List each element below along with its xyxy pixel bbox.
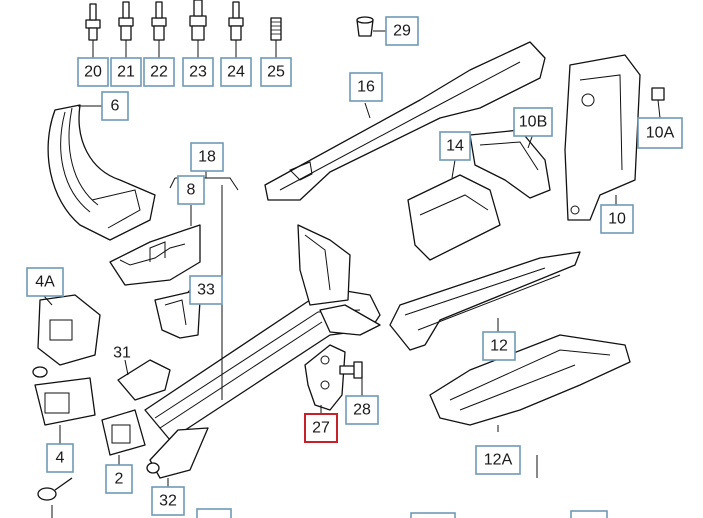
callout-12-label: 12 <box>490 338 508 355</box>
callout-10A[interactable]: 10A <box>637 117 683 149</box>
callout-4A-label: 4A <box>35 274 55 291</box>
bolt-21-drawing <box>118 1 134 58</box>
callout-23-label: 23 <box>189 64 207 81</box>
partial-callout-boxes-bottom <box>196 508 608 518</box>
bracket-32-drawing <box>146 427 209 487</box>
callout-22[interactable]: 22 <box>143 57 175 87</box>
callout-31-label: 31 <box>113 345 131 362</box>
callout-20-label: 20 <box>84 64 102 81</box>
bracket-31-drawing <box>117 359 171 401</box>
callout-12[interactable]: 12 <box>482 331 516 361</box>
callout-31: 31 <box>113 345 131 362</box>
callout-25-label: 25 <box>267 64 285 81</box>
wheel-arch-6-drawing <box>47 104 156 241</box>
bolt-20-drawing <box>85 3 101 58</box>
panel-14-drawing <box>407 159 501 261</box>
callout-10[interactable]: 10 <box>600 204 634 234</box>
callout-32[interactable]: 32 <box>151 486 185 516</box>
callout-12A[interactable]: 12A <box>475 445 521 475</box>
callout-6-label: 6 <box>111 98 120 115</box>
sill-12-drawing <box>389 251 581 351</box>
callout-28-label: 28 <box>353 402 371 419</box>
callout-10A-label: 10A <box>646 125 675 142</box>
bolt-22-drawing <box>151 1 167 58</box>
callout-23[interactable]: 23 <box>182 57 214 87</box>
callout-6[interactable]: 6 <box>101 91 129 121</box>
callout-22-label: 22 <box>150 64 168 81</box>
callout-25[interactable]: 25 <box>260 57 292 87</box>
callout-10B[interactable]: 10B <box>513 107 553 137</box>
bracket-27-drawing <box>304 344 346 414</box>
stud-25-drawing <box>270 17 282 58</box>
callout-27[interactable]: 27 <box>304 413 338 443</box>
bolt-24-drawing <box>228 1 244 58</box>
callout-33[interactable]: 33 <box>189 275 223 305</box>
callout-10-label: 10 <box>608 211 626 228</box>
callout-8-label: 8 <box>187 182 196 199</box>
callout-4-label: 4 <box>56 450 65 467</box>
callout-2[interactable]: 2 <box>105 464 133 494</box>
upper-rail-16-drawing <box>264 41 546 201</box>
tow-eye-drawing <box>37 477 73 518</box>
pillar-10-drawing <box>564 54 641 221</box>
floor-member-12A-drawing <box>429 334 631 478</box>
callout-14[interactable]: 14 <box>439 131 471 161</box>
callout-16-label: 16 <box>357 79 375 96</box>
mount-4-drawing <box>34 377 96 444</box>
mount-4A-drawing <box>32 294 101 378</box>
fastener-bolts-group <box>85 0 386 58</box>
callout-18-label: 18 <box>198 149 216 166</box>
bolt-23-drawing <box>189 0 207 58</box>
callout-18[interactable]: 18 <box>190 142 224 172</box>
callout-4A[interactable]: 4A <box>26 267 64 297</box>
callout-21[interactable]: 21 <box>110 57 142 87</box>
callout-24-label: 24 <box>227 64 245 81</box>
nut-29-drawing <box>356 16 386 37</box>
callout-27-label: 27 <box>312 420 330 437</box>
bolt-28-drawing <box>339 361 363 398</box>
callout-29[interactable]: 29 <box>385 16 419 46</box>
callout-33-label: 33 <box>197 282 215 299</box>
callout-28[interactable]: 28 <box>345 395 379 425</box>
callout-4[interactable]: 4 <box>46 443 74 473</box>
callout-12A-label: 12A <box>484 452 513 469</box>
callout-8[interactable]: 8 <box>177 175 205 205</box>
callout-20[interactable]: 20 <box>77 57 109 87</box>
callout-10B-label: 10B <box>519 114 547 131</box>
clip-10A-drawing <box>651 87 665 119</box>
plate-2-drawing <box>101 409 146 465</box>
callout-16[interactable]: 16 <box>349 72 383 102</box>
front-longitudinal-member-drawing <box>144 224 381 441</box>
callout-32-label: 32 <box>159 493 177 510</box>
callout-14-label: 14 <box>446 138 464 155</box>
bracket-8-drawing <box>109 205 201 286</box>
callout-24[interactable]: 24 <box>220 57 252 87</box>
callout-21-label: 21 <box>117 64 135 81</box>
callout-2-label: 2 <box>115 471 124 488</box>
callout-29-label: 29 <box>393 23 411 40</box>
